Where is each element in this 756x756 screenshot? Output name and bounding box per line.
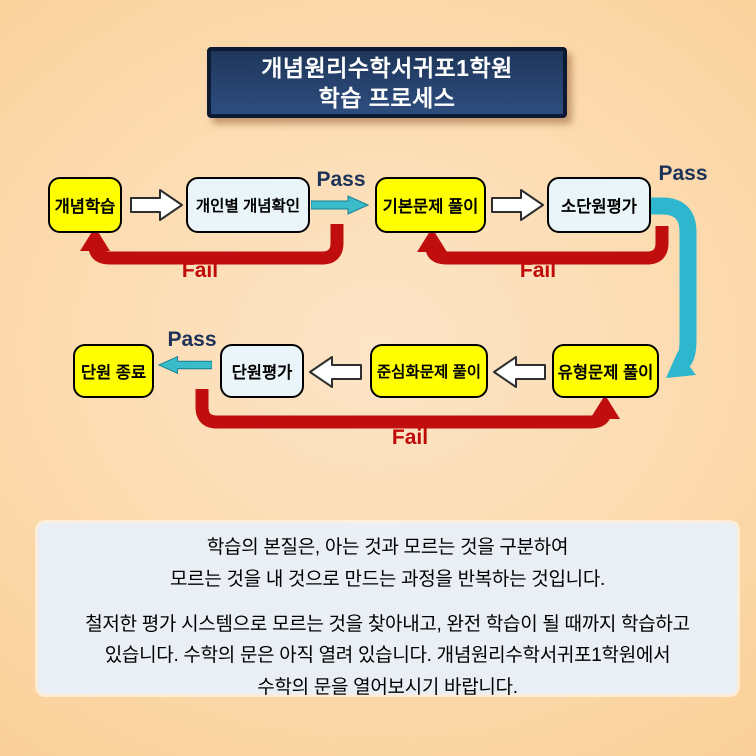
fail-loop-arrow-2-icon [417,226,669,265]
step-unit-complete: 단원 종료 [73,344,154,398]
pass-down-pipe-arrow-icon [651,197,697,378]
step-label: 단원평가 [231,364,293,382]
step-semi-advanced-problem-solving: 준심화문제 풀이 [370,344,488,398]
step-label: 개인별 개념확인 [195,198,301,215]
step-basic-problem-solving: 기본문제 풀이 [375,177,486,233]
title-line-2: 학습 프로세스 [318,84,456,111]
step-label: 기본문제 풀이 [382,198,479,216]
step-label: 단원 종료 [80,364,147,382]
pass-right-arrow-icon [311,195,369,215]
left-block-arrow-icon [493,356,546,388]
step-label: 소단원평가 [561,198,637,216]
fail-loop-arrow-1-icon [80,224,344,265]
footer-para1-line2: 모르는 것을 내 것으로 만드는 과정을 반복하는 것입니다. [170,569,605,590]
left-block-arrow-icon [309,356,362,388]
fail-loop-arrow-3-icon [195,389,620,429]
footer-para2-line1: 철저한 평가 시스템으로 모르는 것을 찾아내고, 완전 학습이 될 때까지 학… [85,614,690,635]
fail-label-2: Fail [519,259,557,282]
pass-label-2: Pass [658,162,708,185]
title-box: 개념원리수학서귀포1학원 학습 프로세스 [207,47,567,118]
fail-label-1: Fail [181,259,219,282]
right-block-arrow-icon [130,189,183,221]
footer-para2-line3: 수학의 문을 열어보시기 바랍니다. [257,677,518,698]
step-subunit-evaluation: 소단원평가 [547,177,651,233]
right-block-arrow-icon [491,189,544,221]
pass-label-3: Pass [167,328,217,351]
step-concept-learning: 개념학습 [48,177,122,233]
step-unit-evaluation: 단원평가 [220,344,304,398]
title-line-1: 개념원리수학서귀포1학원 [261,54,513,81]
step-label: 준심화문제 풀이 [376,364,482,381]
step-label: 개념학습 [54,198,116,216]
pass-left-arrow-icon [158,355,212,375]
step-type-problem-solving: 유형문제 풀이 [552,344,659,398]
fail-label-3: Fail [391,426,429,449]
step-individual-concept-check: 개인별 개념확인 [186,177,310,233]
footer-message-box: 학습의 본질은, 아는 것과 모르는 것을 구분하여 모르는 것을 내 것으로 … [38,523,737,698]
footer-para1-line1: 학습의 본질은, 아는 것과 모르는 것을 구분하여 [206,537,569,558]
pass-label-1: Pass [316,168,366,191]
footer-para2-line2: 있습니다. 수학의 문은 아직 열려 있습니다. 개념원리수학서귀포1학원에서 [104,645,671,666]
step-label: 유형문제 풀이 [557,364,654,382]
